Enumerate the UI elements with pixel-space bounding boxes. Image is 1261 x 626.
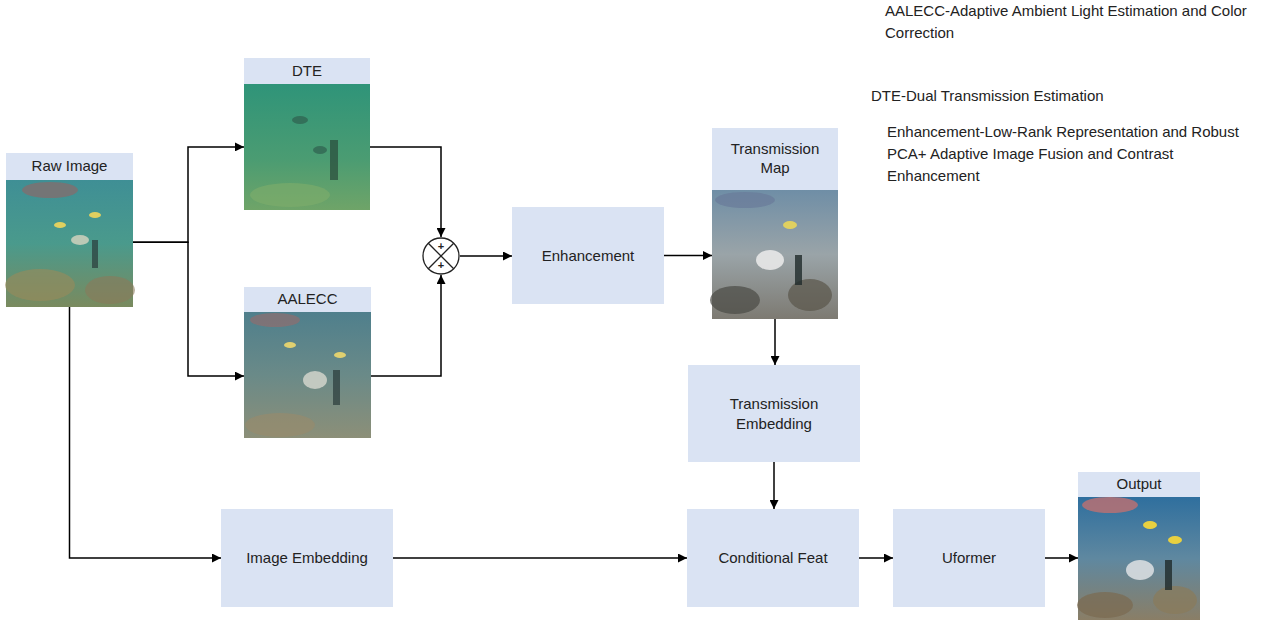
- dte-photo: [244, 84, 370, 210]
- flow-arrow: [859, 557, 893, 559]
- flow-arrow: [393, 557, 687, 559]
- annotation-note: AALECC-Adaptive Ambient Light Estimation…: [885, 0, 1253, 44]
- flow-arrow: [774, 319, 776, 365]
- panel-title: DTE: [292, 62, 322, 81]
- flow-arrow: [370, 147, 441, 237]
- process-box: Transmission Embedding: [688, 365, 860, 462]
- image-panel: Raw Image: [6, 153, 133, 307]
- image-panel: Output: [1078, 472, 1200, 620]
- image-panel: Transmission Map: [712, 128, 838, 319]
- box-label: Transmission Embedding: [696, 394, 852, 433]
- flow-arrow: [70, 307, 222, 558]
- flow-arrow: [773, 462, 775, 509]
- flow-arrow: [1045, 557, 1078, 559]
- aalecc-photo: [244, 312, 371, 438]
- process-box: Uformer: [893, 509, 1045, 607]
- panel-title: AALECC: [277, 290, 337, 309]
- box-label: Image Embedding: [246, 548, 368, 568]
- annotation-note: DTE-Dual Transmission Estimation: [871, 85, 1241, 107]
- panel-header: Output: [1078, 472, 1200, 497]
- flow-arrow: [664, 255, 712, 257]
- process-box: Enhancement: [512, 207, 664, 304]
- panel-header: Raw Image: [6, 153, 133, 180]
- panel-title: Output: [1116, 475, 1161, 494]
- box-label: Enhancement: [542, 246, 635, 266]
- panel-title: Raw Image: [32, 157, 108, 176]
- transmission-map-photo: [710, 190, 838, 319]
- panel-header: DTE: [244, 58, 370, 84]
- raw-photo: [5, 180, 135, 307]
- box-label: Uformer: [942, 548, 996, 568]
- annotation-note: Enhancement-Low-Rank Representation and …: [887, 121, 1239, 187]
- process-box: Image Embedding: [221, 509, 393, 607]
- process-box: Conditional Feat: [687, 509, 859, 607]
- sum-operator: ++: [422, 237, 460, 275]
- box-label: Conditional Feat: [718, 548, 827, 568]
- flow-arrow: [133, 242, 244, 376]
- panel-title: Transmission Map: [718, 140, 832, 178]
- panel-header: Transmission Map: [712, 128, 838, 190]
- output-photo: [1077, 497, 1200, 620]
- operator-sign: +: [422, 241, 460, 252]
- image-panel: DTE: [244, 58, 370, 210]
- flow-arrow: [133, 147, 244, 242]
- operator-sign: +: [422, 260, 460, 271]
- panel-header: AALECC: [244, 287, 371, 312]
- flow-arrow: [460, 255, 512, 257]
- flow-arrow: [371, 275, 441, 376]
- image-panel: AALECC: [244, 287, 371, 438]
